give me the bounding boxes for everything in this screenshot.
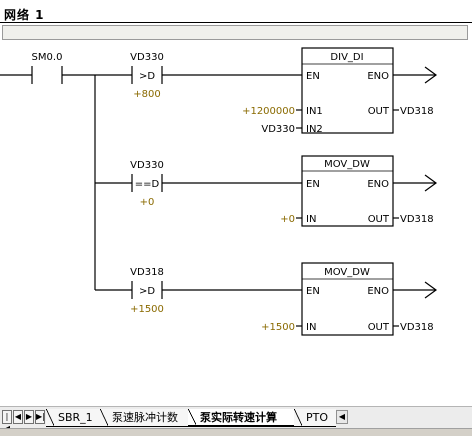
- rung1-div-di-box[interactable]: [301, 47, 394, 134]
- ladder-diagram: SM0.0 VD330 >D +800 DIV_DI EN ENO IN1 IN…: [0, 47, 438, 336]
- rung1-in2-label: IN2: [306, 124, 323, 135]
- rung2-en-label: EN: [306, 179, 320, 190]
- rung2-block-name: MOV_DW: [324, 159, 370, 170]
- rung2-out-value: VD318: [400, 214, 434, 225]
- next-tab-icon[interactable]: ▶: [24, 410, 34, 424]
- rung1-en-label: EN: [306, 71, 320, 82]
- rung1-eno-label: ENO: [367, 71, 389, 82]
- rung1-block-name: DIV_DI: [330, 52, 363, 63]
- rung1-in1-value: +1200000: [242, 106, 295, 117]
- rung3-arrow-icon: [424, 281, 438, 299]
- last-tab-icon[interactable]: ▶|: [35, 410, 45, 424]
- tab-pump-pulse-count[interactable]: 泵速脉冲计数: [100, 409, 190, 427]
- rung1-out-label: OUT: [368, 106, 390, 117]
- scroll-left-icon[interactable]: ◀: [336, 410, 348, 424]
- rung2-in-value: +0: [280, 214, 295, 225]
- rung3-eno-label: ENO: [367, 286, 389, 297]
- rung1-in2-value: VD330: [261, 124, 295, 135]
- tab-sbr-1[interactable]: SBR_1: [46, 409, 102, 427]
- first-tab-icon[interactable]: |◀: [2, 410, 12, 433]
- rung3-en-label: EN: [306, 286, 320, 297]
- rung3-contact-compare: +1500: [130, 304, 164, 315]
- rung3-contact-operand: VD318: [130, 267, 164, 278]
- rung3-in-value: +1500: [261, 322, 295, 333]
- rung3-contact-type: >D: [139, 286, 155, 297]
- rung1-contact-compare: +800: [133, 89, 160, 100]
- sm00-operand-label: SM0.0: [32, 52, 63, 63]
- tab-pto[interactable]: PTO: [294, 409, 336, 427]
- rung1-contact-type: >D: [139, 71, 155, 82]
- rung2-arrow-icon: [424, 174, 438, 192]
- rung2-contact-type: ==D: [135, 179, 160, 190]
- prev-tab-icon[interactable]: ◀: [13, 410, 23, 424]
- rung2-contact-compare: +0: [140, 197, 155, 208]
- rung3-block-name: MOV_DW: [324, 267, 370, 278]
- tab-pump-actual-speed[interactable]: 泵实际转速计算: [188, 409, 296, 427]
- pou-tab-bar: |◀ ◀ ▶ ▶| SBR_1 泵速脉冲计数 泵实际转速计算 PTO ◀: [0, 406, 472, 433]
- network-comment-box[interactable]: [2, 25, 468, 40]
- rung3-out-value: VD318: [400, 322, 434, 333]
- rung3-mov-dw-box[interactable]: [301, 262, 394, 336]
- rung2-eno-label: ENO: [367, 179, 389, 190]
- network-title: 网络 1: [4, 8, 45, 22]
- rung1-out-value: VD318: [400, 106, 434, 117]
- rung1-arrow-icon: [424, 66, 438, 84]
- rung3-out-label: OUT: [368, 322, 390, 333]
- header-divider: [0, 22, 472, 23]
- rung3-in-label: IN: [306, 322, 316, 333]
- status-strip: [0, 428, 472, 436]
- rung2-contact-operand: VD330: [130, 160, 164, 171]
- rung2-mov-dw-box[interactable]: [301, 155, 394, 227]
- rung2-out-label: OUT: [368, 214, 390, 225]
- rung1-contact-operand: VD330: [130, 52, 164, 63]
- rung2-in-label: IN: [306, 214, 316, 225]
- rung1-in1-label: IN1: [306, 106, 323, 117]
